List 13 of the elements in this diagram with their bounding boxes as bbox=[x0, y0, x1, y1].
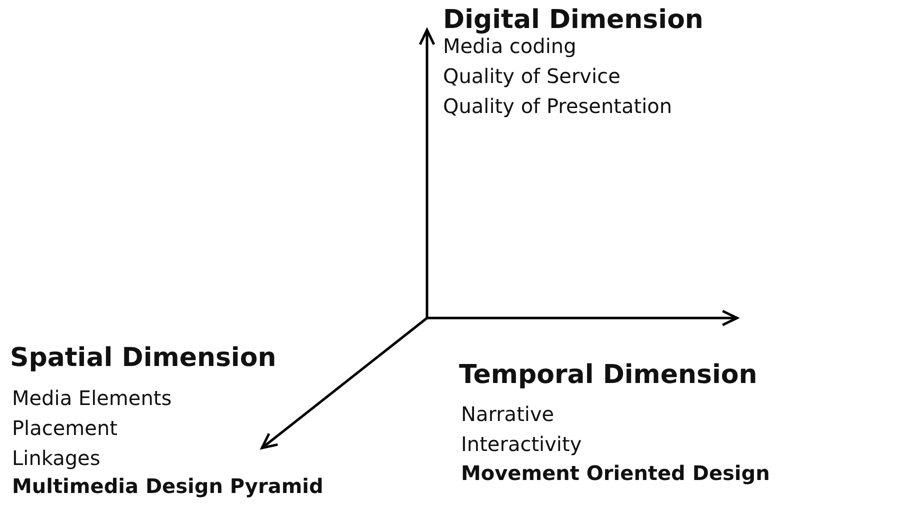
dimension-item: Interactivity bbox=[461, 433, 582, 455]
pyramid-label: Multimedia Design Pyramid bbox=[12, 475, 324, 497]
axis-title: Spatial Dimension bbox=[10, 344, 276, 373]
dimension-item: Quality of Presentation bbox=[443, 95, 672, 117]
dimension-item: Media coding bbox=[443, 35, 576, 57]
dimension-item: Narrative bbox=[461, 403, 554, 425]
axis-title: Temporal Dimension bbox=[459, 361, 758, 390]
dimension-item: Placement bbox=[12, 417, 118, 439]
axis-title: Digital Dimension bbox=[443, 6, 704, 35]
dimension-item: Linkages bbox=[12, 447, 100, 469]
dimension-item: Media Elements bbox=[12, 387, 172, 409]
dimension-item: Movement Oriented Design bbox=[461, 462, 770, 484]
dimension-item: Quality of Service bbox=[443, 65, 620, 87]
